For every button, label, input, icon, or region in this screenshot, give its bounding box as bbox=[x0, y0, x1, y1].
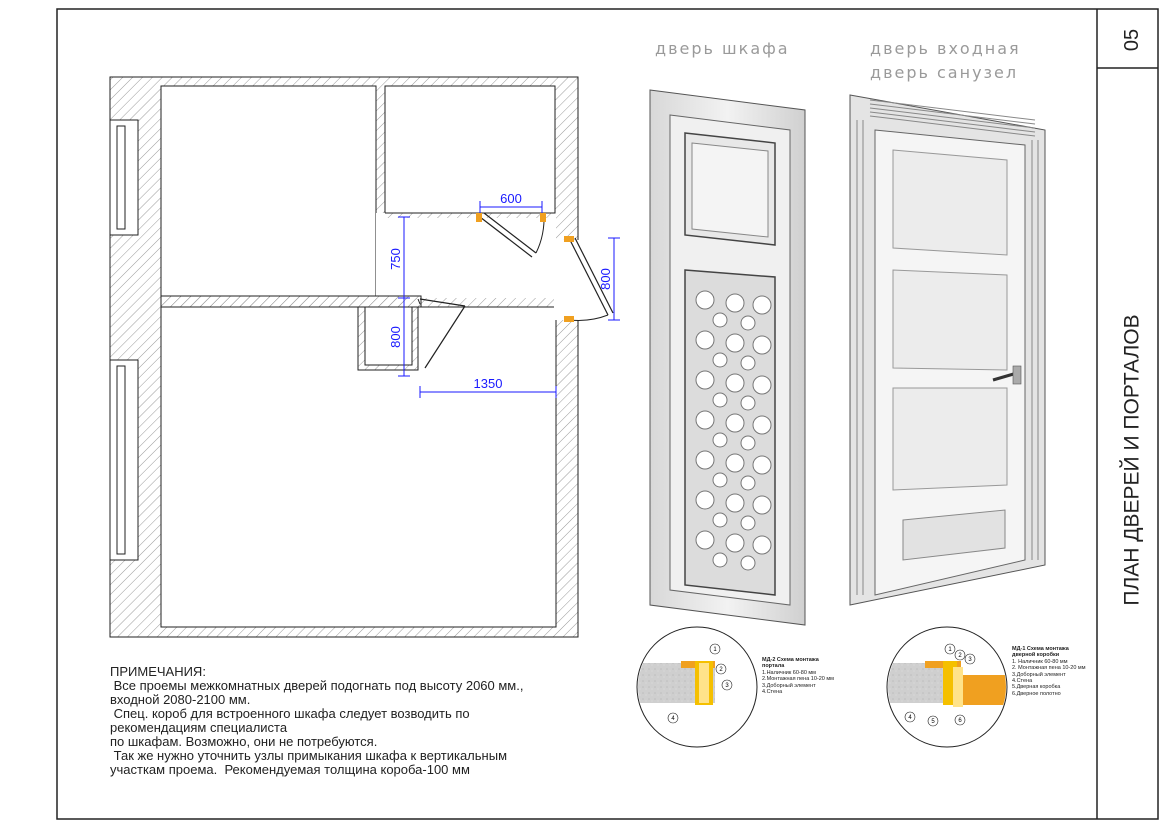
md1-item5: 5.Дверная коробка bbox=[1012, 684, 1061, 691]
md1-callout-6: 6 bbox=[958, 718, 962, 724]
label-entrance-door: дверь входная bbox=[870, 39, 1021, 58]
dim-800-entrance: 800 bbox=[598, 268, 613, 290]
md2-legend: МД-2 Схема монтажа портала 1.Наличник 60… bbox=[762, 657, 834, 695]
notes-line-3: Спец. короб для встроенного шкафа следуе… bbox=[110, 706, 470, 721]
md2-title1: МД-2 Схема монтажа bbox=[762, 657, 819, 663]
door-swings bbox=[417, 212, 614, 369]
notes-heading: ПРИМЕЧАНИЯ: bbox=[110, 664, 206, 679]
md1-item2: 2. Монтажная пена 10-20 мм bbox=[1012, 665, 1086, 672]
sheet-title: ПЛАН ДВЕРЕЙ И ПОРТАЛОВ bbox=[1112, 300, 1152, 620]
md1-item3: 3.Доборный элемент bbox=[1012, 671, 1066, 678]
md1-callout-5: 5 bbox=[931, 719, 935, 725]
notes-line-5: по шкафам. Возможно, они не потребуются. bbox=[110, 734, 378, 749]
md2-callout-3: 3 bbox=[725, 683, 729, 689]
notes-line-1: Все проемы межкомнатных дверей подогнать… bbox=[110, 678, 524, 693]
md2-item4: 4.Стена bbox=[762, 689, 783, 696]
entrance-door-image bbox=[849, 94, 1046, 606]
md1-callout-1: 1 bbox=[948, 647, 952, 653]
md1-item1: 1. Наличник 60-80 мм bbox=[1012, 658, 1068, 665]
md2-title2: портала bbox=[762, 663, 785, 670]
notes-line-2: входной 2080-2100 мм. bbox=[110, 692, 251, 707]
detail-md2-diagram: 1 2 3 4 bbox=[636, 626, 758, 748]
md1-callout-2: 2 bbox=[958, 653, 962, 659]
sheet-title-text: ПЛАН ДВЕРЕЙ И ПОРТАЛОВ bbox=[1120, 314, 1144, 605]
md1-legend: МД-1 Схема монтажа дверной коробки 1. На… bbox=[1012, 646, 1085, 697]
md1-item6: 6.Дверное полотно bbox=[1012, 690, 1061, 697]
md2-item3: 3.Доборный элемент bbox=[762, 682, 816, 689]
sheet-number-text: 05 bbox=[1121, 29, 1143, 51]
notes-line-7: участкам проема. Рекомендуемая толщина к… bbox=[110, 762, 470, 777]
md1-title2: дверной коробки bbox=[1012, 652, 1060, 659]
sheet-number: 05 bbox=[1110, 18, 1154, 62]
md2-callout-4: 4 bbox=[671, 716, 675, 722]
notes-block: ПРИМЕЧАНИЯ: Все проемы межкомнатных двер… bbox=[110, 665, 630, 777]
md2-callout-1: 1 bbox=[713, 647, 717, 653]
dim-600: 600 bbox=[500, 191, 522, 206]
md1-callout-3: 3 bbox=[968, 657, 972, 663]
label-cabinet-door: дверь шкафа bbox=[655, 39, 790, 58]
detail-md1-diagram: 1 2 3 4 5 6 bbox=[886, 626, 1008, 748]
dimension-lines bbox=[398, 201, 620, 398]
label-bathroom-door: дверь санузел bbox=[870, 63, 1019, 82]
md2-item2: 2.Монтажная пена 10-20 мм bbox=[762, 676, 834, 683]
dim-800-closet: 800 bbox=[388, 326, 403, 348]
notes-line-4: рекомендациям специалиста bbox=[110, 720, 288, 735]
floor-plan: 600 750 800 800 1350 bbox=[109, 76, 620, 638]
md2-item1: 1.Наличник 60-80 мм bbox=[762, 669, 816, 676]
md1-title1: МД-1 Схема монтажа bbox=[1012, 646, 1069, 652]
dim-1350: 1350 bbox=[474, 376, 503, 391]
md1-item4: 4.Стена bbox=[1012, 678, 1033, 685]
cabinet-door-image bbox=[649, 89, 806, 626]
walls bbox=[109, 76, 582, 638]
md1-callout-4: 4 bbox=[908, 715, 912, 721]
dim-750: 750 bbox=[388, 248, 403, 270]
md2-callout-2: 2 bbox=[719, 667, 723, 673]
notes-line-6: Так же нужно уточнить узлы примыкания шк… bbox=[110, 748, 508, 763]
